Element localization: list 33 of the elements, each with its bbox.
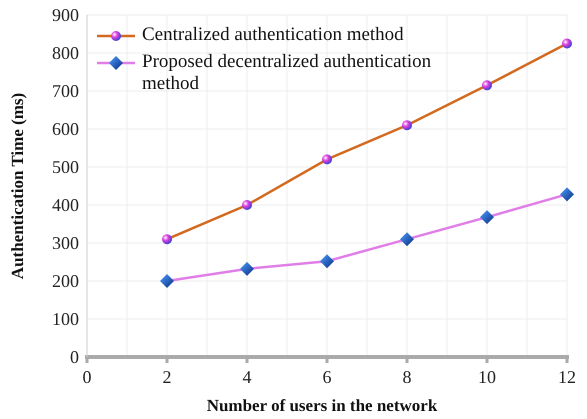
point <box>160 274 174 288</box>
tick-label: 6 <box>322 367 332 387</box>
tick-label: 800 <box>52 43 79 63</box>
tick-label: 300 <box>52 233 79 253</box>
point <box>480 210 494 224</box>
tick-label: 0 <box>82 367 92 387</box>
legend-label: Centralized authentication method <box>142 24 405 46</box>
tick-label: 700 <box>52 81 79 101</box>
point <box>560 187 574 202</box>
tick-label: 400 <box>52 195 79 215</box>
point <box>400 232 414 246</box>
tick-label: 0 <box>70 347 79 367</box>
legend-label: Proposed decentralized authentication method <box>142 51 432 95</box>
axis-title: Number of users in the network <box>206 396 438 415</box>
point <box>482 80 492 90</box>
tick-label: 500 <box>52 157 79 177</box>
point <box>562 38 572 48</box>
point <box>322 154 332 164</box>
point <box>240 262 254 276</box>
tick-label: 12 <box>558 367 576 387</box>
tick-label: 2 <box>162 367 172 387</box>
tick-label: 10 <box>478 367 496 387</box>
tick-label: 900 <box>52 5 79 25</box>
tick-label: 4 <box>242 367 252 387</box>
point <box>402 120 412 130</box>
point <box>320 254 334 268</box>
tick-label: 200 <box>52 271 79 291</box>
point <box>162 234 172 244</box>
point <box>242 200 252 210</box>
tick-label: 8 <box>402 367 412 387</box>
tick-label: 100 <box>52 309 79 329</box>
axis-title: Authentication Time (ms) <box>8 92 27 280</box>
tick-label: 600 <box>52 119 79 139</box>
